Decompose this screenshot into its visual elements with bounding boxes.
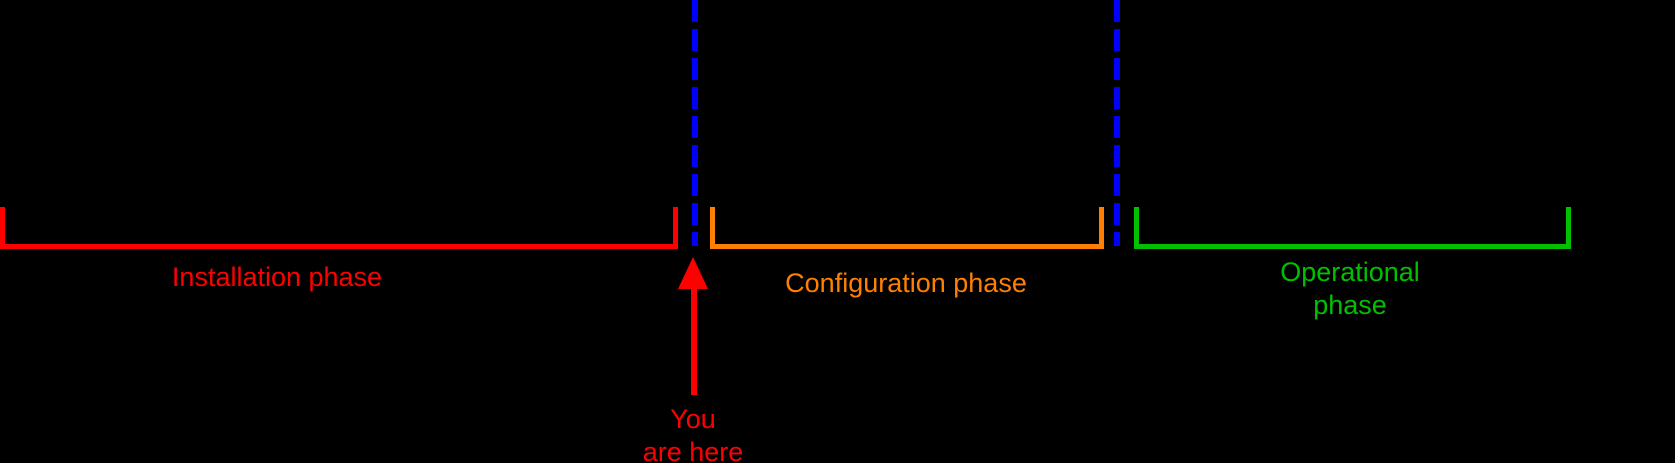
configuration-phase-bracket bbox=[710, 207, 1104, 249]
operational-phase-label: Operational phase bbox=[1280, 256, 1420, 322]
arrow-shaft bbox=[691, 287, 697, 395]
installation-phase-bracket bbox=[0, 207, 678, 249]
operational-phase-bracket bbox=[1134, 207, 1571, 249]
phase-divider-dashed-line-2 bbox=[1114, 0, 1120, 246]
you-are-here-label-line-1: You bbox=[670, 404, 716, 434]
operational-phase-label-line-1: Operational bbox=[1280, 257, 1420, 287]
arrow-up-icon bbox=[678, 257, 708, 289]
you-are-here-label-line-2: are here bbox=[642, 437, 744, 463]
operational-phase-label-line-2: phase bbox=[1313, 290, 1387, 320]
installation-phase-label: Installation phase bbox=[171, 262, 383, 292]
you-are-here-label: You are here bbox=[643, 403, 744, 463]
phase-divider-dashed-line-1 bbox=[692, 0, 698, 246]
configuration-phase-label: Configuration phase bbox=[785, 268, 1027, 298]
